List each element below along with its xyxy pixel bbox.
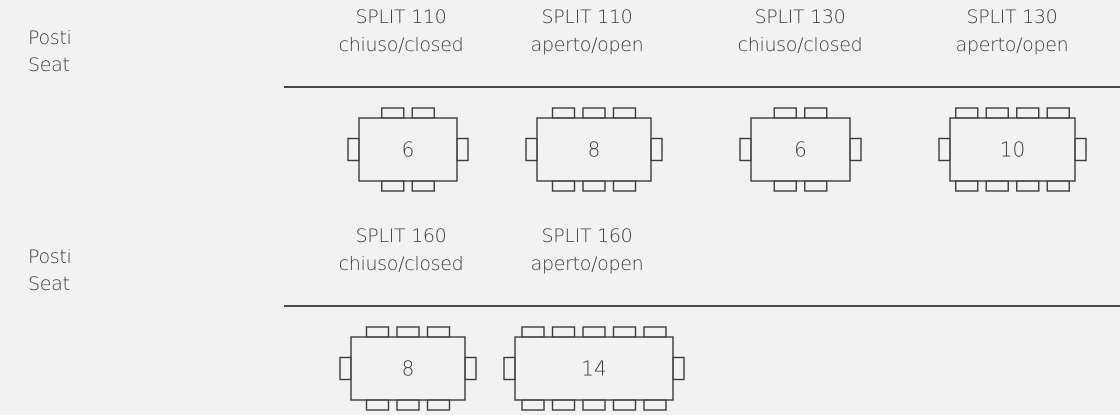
seat-label-en: Seat	[28, 54, 70, 76]
model-name: SPLIT 110	[355, 6, 447, 28]
chair-bottom	[612, 399, 637, 411]
chair-left	[347, 137, 360, 162]
chair-bottom	[955, 180, 979, 192]
seat-label-it: Posti	[28, 246, 72, 268]
model-name: SPLIT 160	[541, 225, 633, 247]
chair-right	[1074, 137, 1087, 162]
model-heading: SPLIT 160 aperto/open	[531, 222, 644, 278]
chair-right	[849, 137, 862, 162]
seat-count: 8	[588, 138, 601, 162]
divider-row-2	[284, 305, 1120, 307]
chair-bottom	[985, 180, 1009, 192]
chair-right	[456, 137, 469, 162]
chair-top	[521, 326, 545, 338]
model-state: chiuso/closed	[338, 34, 464, 56]
chair-top	[426, 326, 451, 338]
chair-bottom	[773, 180, 797, 192]
chair-left	[525, 137, 538, 162]
seat-count: 6	[794, 138, 807, 162]
seat-label-it: Posti	[28, 27, 72, 49]
chair-top	[411, 107, 435, 119]
chair-top	[582, 107, 606, 119]
table-top	[358, 117, 458, 182]
seat-count: 14	[581, 357, 606, 381]
model-heading: SPLIT 110 chiuso/closed	[339, 3, 464, 59]
seat-count: 8	[402, 357, 415, 381]
model-heading: SPLIT 160 chiuso/closed	[339, 222, 464, 278]
chair-bottom	[365, 399, 390, 411]
chair-right	[464, 356, 477, 381]
model-heading: SPLIT 130 aperto/open	[956, 3, 1069, 59]
chair-top	[1046, 107, 1070, 119]
seat-label-row-1: Posti Seat	[28, 25, 72, 79]
table-top	[350, 336, 466, 401]
chair-top	[365, 326, 390, 338]
table-top	[750, 117, 851, 182]
seat-count: 6	[402, 138, 415, 162]
chair-bottom	[1016, 180, 1040, 192]
chair-bottom	[426, 399, 451, 411]
chair-top	[1016, 107, 1040, 119]
chair-bottom	[381, 180, 405, 192]
chair-top	[643, 326, 667, 338]
chair-left	[339, 356, 352, 381]
chair-top	[551, 326, 576, 338]
table-top	[514, 336, 674, 401]
chair-bottom	[582, 399, 606, 411]
model-state: aperto/open	[530, 34, 644, 56]
chair-top	[612, 107, 637, 119]
chair-bottom	[521, 399, 545, 411]
model-heading: SPLIT 110 aperto/open	[531, 3, 644, 59]
model-state: aperto/open	[530, 253, 644, 275]
chair-top	[396, 326, 420, 338]
chair-bottom	[1046, 180, 1070, 192]
chair-bottom	[582, 180, 606, 192]
chair-top	[612, 326, 637, 338]
chair-top	[582, 326, 606, 338]
seat-label-row-2: Posti Seat	[28, 244, 72, 298]
chair-right	[672, 356, 685, 381]
chair-left	[739, 137, 752, 162]
seat-count: 10	[1000, 138, 1025, 162]
chair-top	[804, 107, 828, 119]
model-name: SPLIT 110	[541, 6, 633, 28]
chair-bottom	[612, 180, 637, 192]
seat-label-en: Seat	[28, 273, 70, 295]
model-name: SPLIT 130	[966, 6, 1058, 28]
chair-bottom	[643, 399, 667, 411]
chair-left	[938, 137, 951, 162]
chair-bottom	[804, 180, 828, 192]
model-state: chiuso/closed	[338, 253, 464, 275]
divider-row-1	[284, 86, 1120, 88]
model-heading: SPLIT 130 chiuso/closed	[738, 3, 863, 59]
table-top	[536, 117, 652, 182]
chair-bottom	[551, 399, 576, 411]
chair-top	[773, 107, 797, 119]
chair-bottom	[396, 399, 420, 411]
chair-top	[381, 107, 405, 119]
model-state: chiuso/closed	[737, 34, 863, 56]
table-top	[949, 117, 1076, 182]
chair-bottom	[551, 180, 576, 192]
chair-left	[503, 356, 516, 381]
model-state: aperto/open	[955, 34, 1069, 56]
model-name: SPLIT 130	[754, 6, 846, 28]
chair-top	[551, 107, 576, 119]
chair-bottom	[411, 180, 435, 192]
chair-top	[985, 107, 1009, 119]
chair-top	[955, 107, 979, 119]
chair-right	[650, 137, 663, 162]
model-name: SPLIT 160	[355, 225, 447, 247]
